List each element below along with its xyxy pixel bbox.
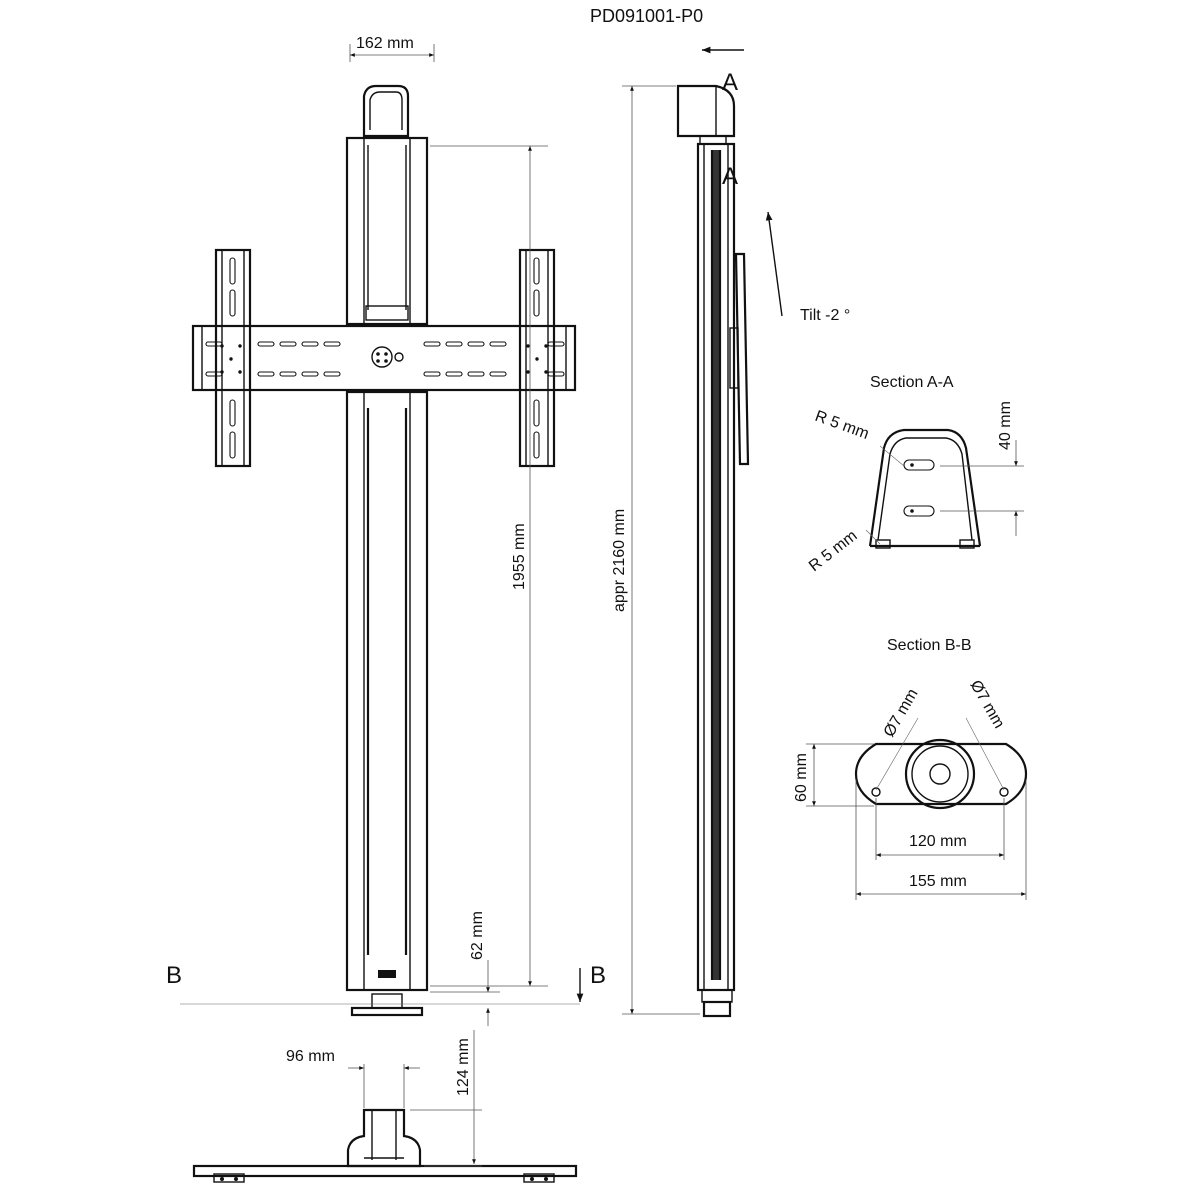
section-bb-width: 155 mm <box>909 873 967 890</box>
rail-center-hub <box>371 346 404 368</box>
left-bracket <box>214 248 252 468</box>
section-bb-height: 60 mm <box>793 753 810 802</box>
top-cap <box>362 84 410 138</box>
column-lower <box>345 390 429 992</box>
dim-top-width: 162 mm <box>356 35 414 52</box>
dim-base-width: 96 mm <box>286 1048 335 1065</box>
section-aa-title: Section A-A <box>870 374 954 391</box>
section-marker-a-bottom: A <box>722 163 738 190</box>
section-bb-title: Section B-B <box>887 637 971 654</box>
section-marker-a-top: A <box>722 69 738 96</box>
base-detail: 96 mm 124 mm <box>192 1030 578 1183</box>
section-aa-radius-top: R 5 mm <box>813 408 871 443</box>
rail-slots <box>205 341 565 377</box>
dim-base-offset: 62 mm <box>469 911 486 960</box>
section-marker-b-right: B <box>590 962 606 989</box>
section-bb-profile <box>854 742 1028 806</box>
section-aa-radius-bottom: R 5 mm <box>806 527 861 575</box>
dim-overall-height: appr 2160 mm <box>611 509 628 612</box>
section-bb: Section B-B Ø7 mm Ø7 mm 60 mm 120 mm 155… <box>793 637 1028 900</box>
horizontal-rail <box>191 324 577 392</box>
dim-base-height: 124 mm <box>455 1038 472 1096</box>
logo-badge <box>378 970 396 978</box>
side-head <box>676 84 736 138</box>
dim-column-height: 1955 mm <box>511 523 528 590</box>
section-marker-b-left: B <box>166 962 182 989</box>
section-aa-height: 40 mm <box>997 401 1014 450</box>
front-view: 162 mm 1955 mm 62 mm B B <box>166 35 606 1026</box>
section-bb-hole-right: Ø7 mm <box>967 678 1008 732</box>
side-view: A A Tilt -2 ° appr 2160 mm <box>611 46 850 1018</box>
base-plate <box>192 1164 578 1178</box>
section-bb-hole-spacing: 120 mm <box>909 833 967 850</box>
column-upper <box>345 136 429 326</box>
section-aa: Section A-A R 5 mm R 5 mm 40 mm <box>806 374 1024 575</box>
tilt-label: Tilt -2 ° <box>800 307 850 324</box>
base-foot <box>346 1108 422 1168</box>
tilted-plate <box>734 252 750 466</box>
base-plate-front <box>350 1006 424 1017</box>
section-aa-profile <box>868 428 982 547</box>
drawing-title: PD091001-P0 <box>590 6 703 26</box>
section-bb-hole-left: Ø7 mm <box>881 686 922 740</box>
right-bracket <box>518 248 556 468</box>
